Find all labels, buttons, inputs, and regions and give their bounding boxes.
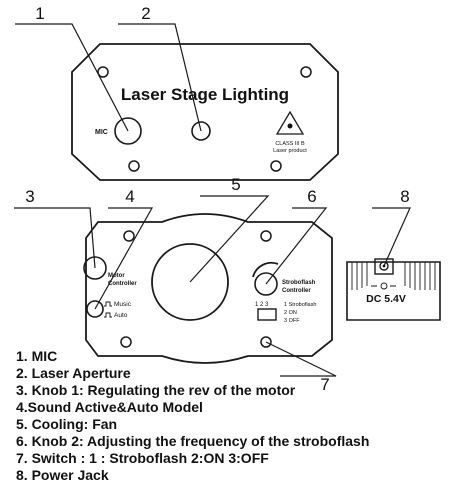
power-jack-socket	[374, 258, 394, 275]
power-jack-panel	[346, 261, 441, 321]
laser-class-text: CLASS III B	[275, 141, 305, 147]
polarity-icon	[371, 282, 396, 290]
screw-icon	[123, 230, 135, 242]
legend-item: 6. Knob 2: Adjusting the frequency of th…	[16, 433, 370, 449]
callout-number-3: 3	[25, 187, 34, 206]
switch-option-1: 1 Stroboflash	[284, 302, 316, 308]
screw-icon	[97, 66, 109, 78]
mic-label: MIC	[95, 129, 108, 136]
control-panel-outline	[85, 213, 333, 364]
callout-number-5: 5	[231, 175, 240, 194]
power-jack-icon	[379, 261, 389, 271]
laser-warning-center-icon	[287, 123, 293, 129]
callout-number-8: 8	[400, 187, 409, 206]
stroboflash-knob	[254, 272, 278, 296]
switch-option-3: 3 OFF	[284, 318, 300, 324]
panel-ribs	[351, 262, 436, 290]
laser-aperture-icon	[191, 121, 211, 141]
screw-icon	[128, 160, 140, 172]
three-position-switch	[257, 308, 277, 321]
callout-number-4: 4	[125, 187, 134, 206]
strobo-label-line2: Controller	[282, 288, 311, 294]
screw-icon	[120, 336, 132, 348]
legend-item: 7. Switch : 1 : Stroboflash 2:ON 3:OFF	[16, 450, 269, 466]
callout-number-1: 1	[35, 4, 44, 23]
pulse-icon	[104, 301, 112, 307]
top-panel-outline	[71, 43, 339, 181]
switch-numbers: 1 2 3	[255, 302, 269, 308]
motor-knob	[83, 256, 107, 280]
callout-number-7: 7	[320, 375, 329, 394]
legend-item: 2. Laser Aperture	[16, 365, 131, 381]
stroboflash-arc	[252, 261, 279, 278]
music-label: Music	[114, 301, 132, 308]
mic-icon	[114, 117, 142, 145]
auto-label: Auto	[114, 312, 128, 319]
cooling-fan	[151, 243, 229, 321]
legend-item: 3. Knob 1: Regulating the rev of the mot…	[16, 382, 296, 398]
leader-lines	[14, 23, 411, 377]
callout-number-2: 2	[141, 4, 150, 23]
mode-switch	[86, 300, 104, 318]
laser-warning-icon	[275, 110, 305, 135]
power-jack-label: DC 5.4V	[366, 293, 406, 305]
legend-item: 8. Power Jack	[16, 467, 109, 483]
legend-item: 1. MIC	[16, 348, 58, 364]
screw-icon	[260, 230, 272, 242]
laser-product-text: Laser product	[273, 148, 307, 154]
screw-icon	[270, 160, 282, 172]
motor-label-line1: Motor	[108, 273, 125, 279]
callout-number-6: 6	[307, 187, 316, 206]
pulse-icon	[104, 312, 112, 318]
switch-option-2: 2 ON	[284, 310, 297, 316]
screw-icon	[260, 336, 272, 348]
strobo-label-line1: Stroboflash	[282, 280, 316, 286]
motor-label-line2: Controller	[108, 281, 137, 287]
top-panel-title: Laser Stage Lighting	[121, 85, 289, 104]
legend-item: 4.Sound Active&Auto Model	[16, 399, 203, 415]
legend-item: 5. Cooling: Fan	[16, 416, 118, 432]
screw-icon	[300, 66, 312, 78]
parts-legend: 1. MIC 2. Laser Aperture 3. Knob 1: Regu…	[16, 348, 369, 484]
